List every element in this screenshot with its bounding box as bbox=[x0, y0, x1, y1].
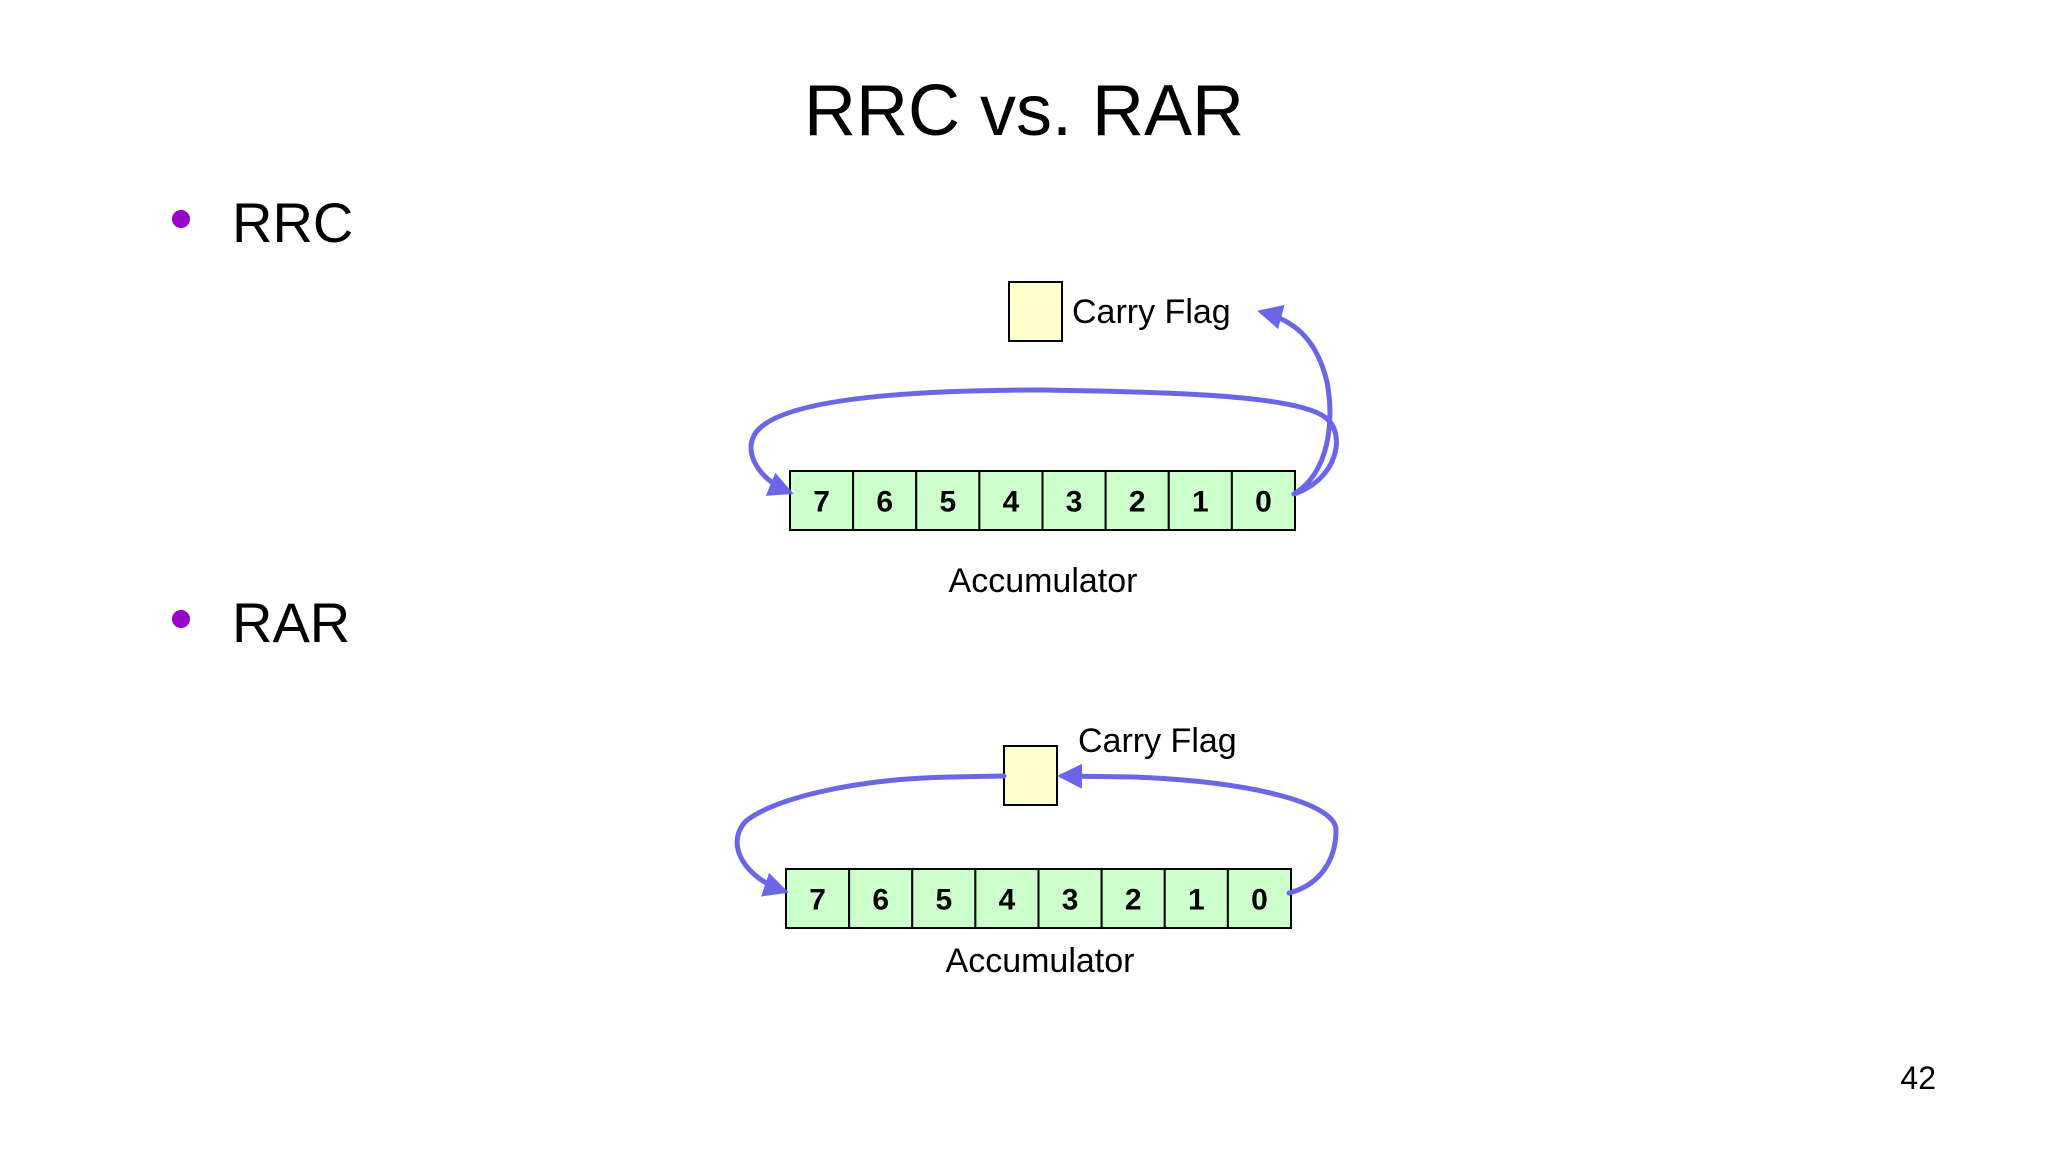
rrc-accumulator-label: Accumulator bbox=[949, 562, 1138, 600]
rrc-bit-label-5: 5 bbox=[939, 486, 956, 519]
rrc-bit-cell-7 bbox=[789, 470, 855, 531]
rar-bit-cell-7 bbox=[785, 868, 851, 929]
rar-diagram: Carry Flag 7 6 5 4 3 2 1 0 Accumulator bbox=[734, 722, 1339, 980]
bullet-rar: RAR bbox=[172, 590, 350, 656]
rrc-bit-cell-2 bbox=[1104, 470, 1170, 531]
rar-bit-cell-2 bbox=[1100, 868, 1166, 929]
rar-accumulator-label: Accumulator bbox=[946, 942, 1135, 980]
page-number: 42 bbox=[1900, 1060, 1936, 1096]
rar-bit-label-2: 2 bbox=[1125, 884, 1142, 917]
rrc-bit-cell-1 bbox=[1167, 470, 1233, 531]
rar-bit-label-3: 3 bbox=[1062, 884, 1079, 917]
rrc-bit-label-2: 2 bbox=[1129, 486, 1146, 519]
bullet-rrc: RRC bbox=[172, 190, 353, 256]
rar-bit-label-6: 6 bbox=[872, 884, 889, 917]
rrc-bit-label-3: 3 bbox=[1066, 486, 1083, 519]
rrc-bit-label-0: 0 bbox=[1255, 486, 1272, 519]
rar-carry-flag-label: Carry Flag bbox=[1078, 722, 1237, 760]
rar-bit-label-1: 1 bbox=[1188, 884, 1205, 917]
rar-bit-cell-6 bbox=[848, 868, 914, 929]
rrc-bit-label-7: 7 bbox=[813, 486, 830, 519]
rrc-bit-label-4: 4 bbox=[1003, 486, 1020, 519]
rrc-diagram: Carry Flag 7 6 5 4 3 2 1 0 Accumulator bbox=[748, 281, 1339, 600]
rar-accumulator-register: 7 6 5 4 3 2 1 0 bbox=[785, 868, 1292, 929]
rrc-bit-cell-3 bbox=[1041, 470, 1107, 531]
rar-bit-label-5: 5 bbox=[935, 884, 952, 917]
slide-title: RRC vs. RAR bbox=[803, 71, 1244, 151]
rrc-carry-flag-label: Carry Flag bbox=[1072, 293, 1231, 331]
rar-carry-flag-box bbox=[1003, 745, 1058, 806]
rar-carry-to-bit7-arrow bbox=[734, 773, 1007, 897]
bullet-label-rrc: RRC bbox=[232, 191, 354, 254]
rar-bit-cell-0 bbox=[1226, 868, 1292, 929]
rar-bit-label-7: 7 bbox=[809, 884, 826, 917]
rrc-bit-label-1: 1 bbox=[1192, 486, 1209, 519]
rar-bit-cell-3 bbox=[1037, 868, 1103, 929]
rrc-carry-flag-box bbox=[1008, 281, 1063, 342]
bullet-dot bbox=[172, 210, 190, 228]
bullet-label-rar: RAR bbox=[232, 591, 351, 654]
rar-bit-label-4: 4 bbox=[999, 884, 1016, 917]
rar-bit-cell-1 bbox=[1163, 868, 1229, 929]
bullet-dot bbox=[172, 610, 190, 628]
rar-bit0-to-carry-arrow bbox=[1057, 763, 1339, 896]
rrc-carry-arrow bbox=[1257, 305, 1333, 497]
rrc-accumulator-register: 7 6 5 4 3 2 1 0 bbox=[789, 470, 1296, 531]
rrc-bit-label-6: 6 bbox=[876, 486, 893, 519]
rrc-bit-cell-0 bbox=[1230, 470, 1296, 531]
rar-bit-label-0: 0 bbox=[1251, 884, 1268, 917]
